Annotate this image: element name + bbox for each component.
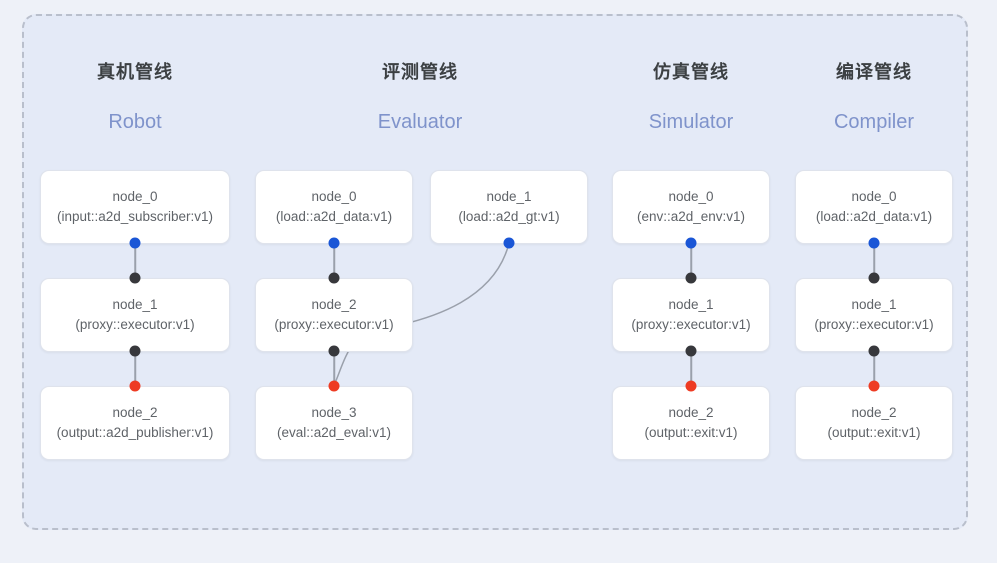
edge-robot-0-to-1: [134, 243, 136, 278]
node-label-type: (output::exit:v1): [644, 425, 738, 440]
node-label-name: node_2: [851, 405, 897, 420]
node-label-type: (output::a2d_publisher:v1): [56, 425, 214, 440]
node-label-name: node_2: [311, 297, 357, 312]
edge-compiler-0-to-1: [873, 243, 875, 278]
node-label-type: (proxy::executor:v1): [814, 317, 934, 332]
node-simulator-1[interactable]: node_1 (proxy::executor:v1): [612, 278, 770, 352]
pipeline-column-robot: 真机管线 Robot: [40, 58, 230, 478]
node-robot-0[interactable]: node_0 (input::a2d_subscriber:v1): [40, 170, 230, 244]
port-input-robot-1[interactable]: [129, 272, 141, 284]
node-label-name: node_3: [311, 405, 357, 420]
node-label-name: node_1: [112, 297, 158, 312]
node-label-type: (output::exit:v1): [827, 425, 921, 440]
node-label-type: (load::a2d_data:v1): [815, 209, 933, 224]
column-title-en-robot: Robot: [108, 111, 162, 133]
node-evaluator-1-gt[interactable]: node_1 (load::a2d_gt:v1): [430, 170, 588, 244]
node-label-type: (eval::a2d_eval:v1): [276, 425, 392, 440]
port-output-robot-0[interactable]: [129, 237, 141, 249]
node-label-name: node_0: [851, 189, 897, 204]
edge-compiler-1-to-2: [873, 351, 875, 387]
port-output-robot-1[interactable]: [129, 345, 141, 357]
port-input-robot-2[interactable]: [129, 380, 141, 392]
node-simulator-2[interactable]: node_2 (output::exit:v1): [612, 386, 770, 460]
node-label-name: node_2: [112, 405, 158, 420]
port-input-evaluator-3[interactable]: [328, 380, 340, 392]
node-compiler-2[interactable]: node_2 (output::exit:v1): [795, 386, 953, 460]
edge-simulator-1-to-2: [690, 351, 692, 387]
node-label-name: node_2: [668, 405, 714, 420]
edge-robot-1-to-2: [134, 351, 136, 387]
port-output-compiler-1[interactable]: [868, 345, 880, 357]
node-evaluator-2[interactable]: node_2 (proxy::executor:v1): [255, 278, 413, 352]
edge-evaluator-0-to-2: [333, 243, 335, 278]
column-title-en-compiler: Compiler: [833, 111, 915, 133]
port-output-compiler-0[interactable]: [868, 237, 880, 249]
port-output-evaluator-0[interactable]: [328, 237, 340, 249]
node-label-name: node_1: [851, 297, 897, 312]
port-input-compiler-2[interactable]: [868, 380, 880, 392]
node-label-type: (input::a2d_subscriber:v1): [56, 209, 214, 224]
node-label-type: (proxy::executor:v1): [75, 317, 195, 332]
pipeline-column-compiler: 编译管线 Compiler: [795, 58, 953, 478]
column-title-cn-simulator: 仿真管线: [653, 62, 729, 82]
port-output-evaluator-2[interactable]: [328, 345, 340, 357]
node-compiler-0[interactable]: node_0 (load::a2d_data:v1): [795, 170, 953, 244]
column-title-cn-compiler: 编译管线: [836, 62, 912, 82]
port-output-simulator-0[interactable]: [685, 237, 697, 249]
port-input-evaluator-2[interactable]: [328, 272, 340, 284]
port-input-compiler-1[interactable]: [868, 272, 880, 284]
node-simulator-0[interactable]: node_0 (env::a2d_env:v1): [612, 170, 770, 244]
node-label-type: (proxy::executor:v1): [631, 317, 751, 332]
node-label-name: node_0: [668, 189, 714, 204]
node-robot-2[interactable]: node_2 (output::a2d_publisher:v1): [40, 386, 230, 460]
port-output-evaluator-1-gt[interactable]: [503, 237, 515, 249]
edge-simulator-0-to-1: [690, 243, 692, 278]
node-label-type: (proxy::executor:v1): [274, 317, 394, 332]
node-label-type: (load::a2d_data:v1): [275, 209, 393, 224]
column-title-en-evaluator: Evaluator: [377, 111, 463, 133]
port-output-simulator-1[interactable]: [685, 345, 697, 357]
column-title-cn-evaluator: 评测管线: [382, 62, 458, 82]
node-robot-1[interactable]: node_1 (proxy::executor:v1): [40, 278, 230, 352]
node-label-name: node_0: [112, 189, 158, 204]
node-label-name: node_0: [311, 189, 357, 204]
pipeline-column-simulator: 仿真管线 Simulator: [612, 58, 770, 478]
node-evaluator-0[interactable]: node_0 (load::a2d_data:v1): [255, 170, 413, 244]
pipeline-column-evaluator: 评测管线 Evaluator: [255, 58, 585, 478]
node-label-name: node_1: [668, 297, 714, 312]
node-label-name: node_1: [486, 189, 532, 204]
column-title-cn-robot: 真机管线: [97, 62, 173, 82]
node-compiler-1[interactable]: node_1 (proxy::executor:v1): [795, 278, 953, 352]
port-input-simulator-2[interactable]: [685, 380, 697, 392]
node-evaluator-3[interactable]: node_3 (eval::a2d_eval:v1): [255, 386, 413, 460]
node-label-type: (env::a2d_env:v1): [636, 209, 746, 224]
node-label-type: (load::a2d_gt:v1): [458, 209, 560, 224]
column-title-en-simulator: Simulator: [648, 111, 734, 133]
port-input-simulator-1[interactable]: [685, 272, 697, 284]
